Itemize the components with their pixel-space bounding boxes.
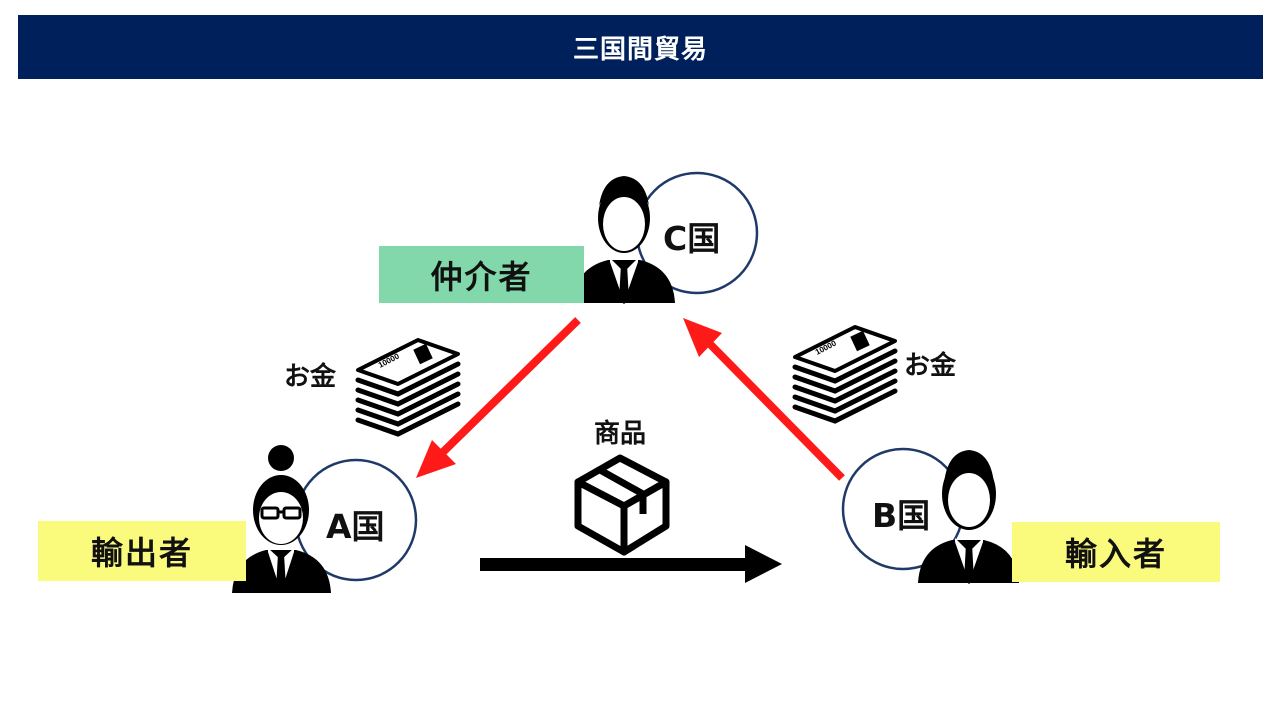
importer-label: 輸入者 <box>1064 535 1167 573</box>
page-title: 三国間貿易 <box>572 34 708 65</box>
country-c-label: C国 <box>663 219 721 258</box>
intermediary-tag: 仲介者 <box>379 246 584 303</box>
exporter-label: 輸出者 <box>90 534 193 572</box>
box-icon <box>574 454 670 556</box>
importer-tag: 輸入者 <box>1012 522 1220 582</box>
banknote-stack-icon-right: 10000 <box>795 327 895 421</box>
exporter-tag: 輸出者 <box>38 521 246 581</box>
intermediary-label: 仲介者 <box>430 257 533 296</box>
money-arrow-b-to-c <box>683 318 845 481</box>
businessman-icon <box>918 450 1019 584</box>
banknote-stack-icon-left: 10000 <box>358 340 458 434</box>
goods-caption: 商品 <box>594 419 647 449</box>
businessman-icon <box>573 176 675 304</box>
country-b-group <box>841 447 1019 584</box>
money-caption-right: お金 <box>904 351 957 381</box>
money-arrow-c-to-a <box>416 317 581 478</box>
country-b-label: B国 <box>872 496 931 535</box>
country-a-group <box>232 445 418 593</box>
goods-arrow-a-to-b <box>480 545 782 583</box>
businesswoman-icon <box>232 445 331 593</box>
money-caption-left: お金 <box>284 362 337 392</box>
country-c-group <box>573 171 759 304</box>
country-a-label: A国 <box>326 507 385 546</box>
title-bar: 三国間貿易 <box>18 15 1263 79</box>
